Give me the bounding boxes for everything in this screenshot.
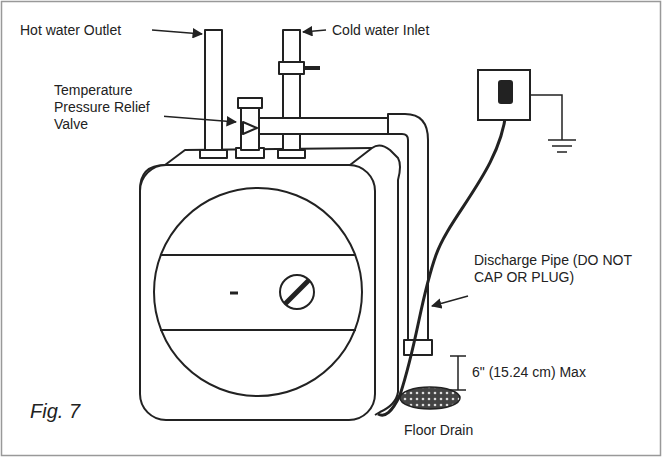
figure-caption: Fig. 7	[30, 400, 80, 423]
band-line	[160, 254, 356, 256]
discharge-end	[404, 340, 432, 355]
part-label: Discharge Pipe (DO NOT CAP OR PLUG)	[472, 252, 656, 286]
part-label: Hot water Outlet	[18, 22, 123, 39]
front-disc	[154, 188, 362, 396]
tpr-body	[241, 108, 259, 150]
ground-symbol	[548, 140, 576, 152]
fitting	[200, 150, 227, 158]
fitting	[278, 150, 305, 158]
indicator	[230, 292, 238, 295]
thermostat-knob	[280, 275, 314, 309]
hot-outlet-pipe	[205, 30, 222, 155]
heater-top	[165, 148, 372, 165]
leader-lines	[152, 30, 468, 306]
cold-inlet-pipe	[283, 30, 300, 155]
plug	[498, 80, 513, 104]
dimension-line	[450, 356, 466, 390]
dimension-label: 6" (15.24 cm) Max	[470, 364, 588, 381]
wall-outlet	[478, 70, 530, 120]
tpr-symbol	[243, 122, 257, 134]
band-line	[160, 329, 356, 331]
part-label: Temperature Pressure Relief Valve	[52, 82, 164, 133]
discharge-horizontal	[259, 118, 391, 134]
ground-wire	[530, 95, 562, 140]
inlet-valve	[279, 62, 304, 74]
part-label: Cold water Inlet	[330, 22, 431, 39]
tpr-lever	[238, 98, 262, 108]
valve-handle	[304, 66, 320, 70]
heater-front	[140, 165, 375, 420]
knob-grip	[285, 280, 309, 304]
part-label: Floor Drain	[402, 422, 475, 439]
